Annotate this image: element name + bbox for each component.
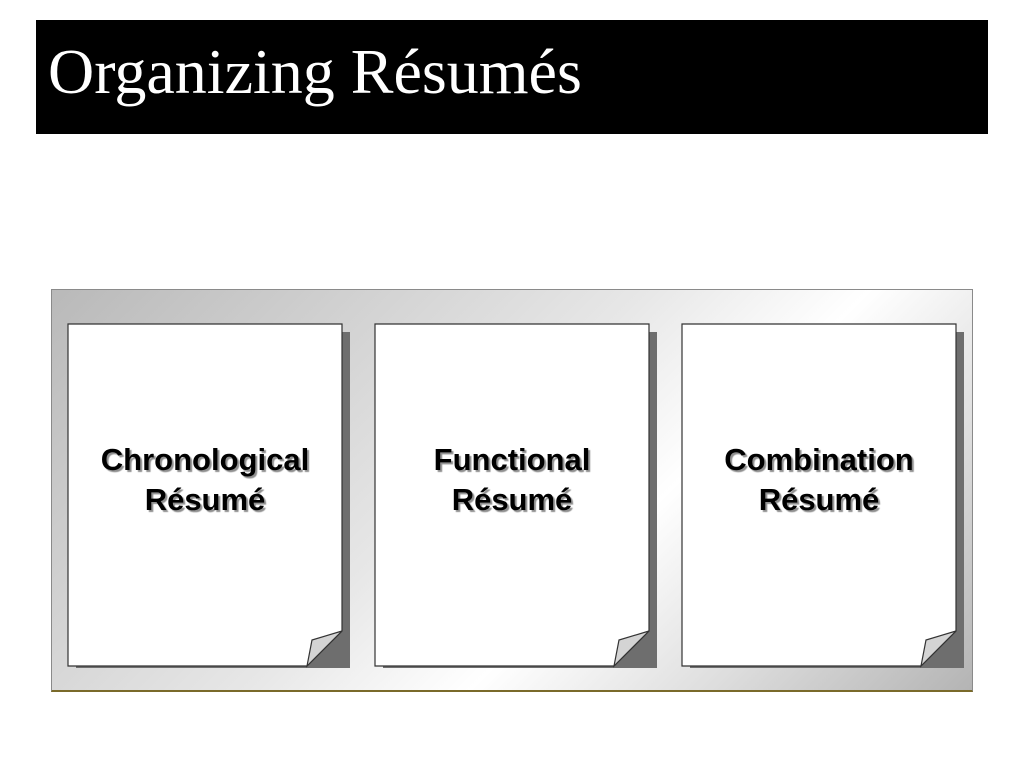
document-label: Combination Résumé [682, 440, 956, 520]
document-label: Functional Résumé [375, 440, 649, 520]
document-label-line2: Résumé [758, 482, 880, 517]
document-label-line1: Chronological [100, 442, 310, 477]
title-bar: Organizing Résumés [36, 20, 988, 134]
document-icon [681, 323, 964, 668]
document-functional: Functional Résumé [374, 323, 657, 668]
diagram-panel: Chronological Résumé Functional Résumé C… [51, 289, 973, 692]
document-label: Chronological Résumé [68, 440, 342, 520]
document-icon [374, 323, 657, 668]
document-icon [67, 323, 350, 668]
document-label-line2: Résumé [144, 482, 266, 517]
document-combination: Combination Résumé [681, 323, 964, 668]
document-label-line2: Résumé [451, 482, 573, 517]
document-label-line1: Functional [433, 442, 591, 477]
slide-title: Organizing Résumés [48, 36, 582, 107]
document-label-line1: Combination [724, 442, 914, 477]
document-chronological: Chronological Résumé [67, 323, 350, 668]
